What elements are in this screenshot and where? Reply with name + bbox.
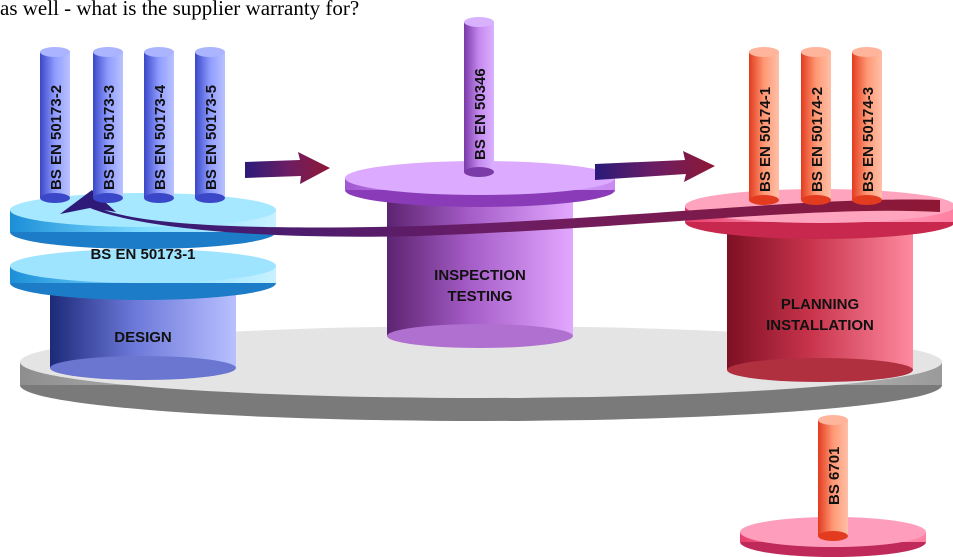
pillar-bs-en-50173-3: BS EN 50173-3 [93, 47, 123, 203]
pillar-label: BS EN 50174-3 [860, 87, 877, 192]
stand-bs-6701: BS 6701 [740, 415, 926, 557]
inspection-label-line1: INSPECTION [434, 267, 526, 284]
pillar-bs-en-50174-3: BS EN 50174-3 [852, 47, 882, 205]
pillar-label-bs-6701: BS 6701 [826, 447, 843, 505]
pillar-bs-en-50173-5: BS EN 50173-5 [195, 47, 225, 203]
design-pillars: BS EN 50173-2 BS EN 50173-3 BS EN 50173-… [40, 47, 225, 203]
pillar-label: BS EN 50174-1 [757, 87, 774, 192]
pillar-label: BS EN 50173-3 [101, 85, 118, 190]
inspection-label-line2: TESTING [447, 288, 512, 305]
header-question-text: as well - what is the supplier warranty … [0, 0, 360, 20]
pillar-bs-en-50174-2: BS EN 50174-2 [801, 47, 831, 205]
design-label: DESIGN [114, 329, 172, 346]
cycle-arrows [60, 151, 940, 237]
pillar-label: BS EN 50173-5 [203, 85, 220, 190]
pillar-bs-en-50174-1: BS EN 50174-1 [749, 47, 779, 205]
design-disc-label: BS EN 50173-1 [90, 246, 195, 263]
pillar-bs-en-50173-4: BS EN 50173-4 [144, 47, 174, 203]
pillar-label: BS EN 50174-2 [809, 87, 826, 192]
pillar-label: BS EN 50346 [472, 68, 489, 160]
planning-label-line1: PLANNING [781, 296, 859, 313]
planning-label-line2: INSTALLATION [766, 317, 874, 334]
pillar-bs-en-50346: BS EN 50346 [464, 17, 494, 177]
base-platform [20, 326, 942, 421]
pillar-label: BS EN 50173-2 [48, 85, 65, 190]
inspection-cylinder: INSPECTION TESTING [345, 161, 615, 348]
pillar-bs-en-50173-2: BS EN 50173-2 [40, 47, 70, 203]
pillar-label: BS EN 50173-4 [152, 84, 169, 190]
planning-pillars: BS EN 50174-1 BS EN 50174-2 BS EN 50174-… [749, 47, 882, 205]
